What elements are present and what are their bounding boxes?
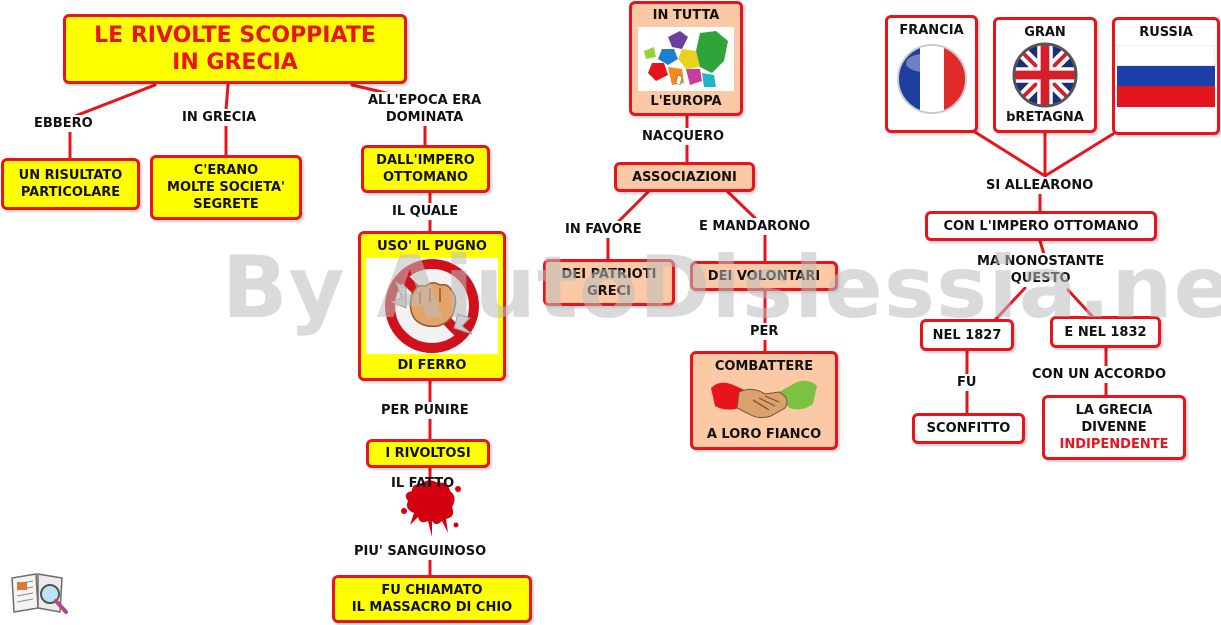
nonostante-line2: QUESTO xyxy=(1010,271,1071,286)
edge-label-in-grecia: IN GRECIA xyxy=(180,109,259,126)
ottomano-label: CON L'IMPERO OTTOMANO xyxy=(943,218,1139,234)
node-risultato: UN RISULTATO PARTICOLARE xyxy=(1,158,140,210)
iron-fist-prohibition-icon xyxy=(366,258,498,354)
bretagna-label: bRETAGNA xyxy=(1006,110,1084,125)
europa-top-label: IN TUTTA xyxy=(652,8,720,23)
associazioni-label: ASSOCIAZIONI xyxy=(632,169,737,185)
node-sconfitto: SCONFITTO xyxy=(912,413,1025,444)
patrioti-line2: GRECI xyxy=(587,283,631,299)
france-flag-icon xyxy=(896,44,967,114)
edge-label-il-quale: IL QUALE xyxy=(390,203,461,220)
europa-bottom-label: L'EUROPA xyxy=(650,94,722,109)
edge-label-in-favore: IN FAVORE xyxy=(563,221,644,238)
edge-label-mandarono: E MANDARONO xyxy=(697,218,813,235)
pugno-top-label: USO' IL PUGNO xyxy=(377,239,487,254)
rivoltosi-label: I RIVOLTOSI xyxy=(385,446,471,461)
edge-label-epoca: ALL'EPOCA ERA DOMINATA xyxy=(366,92,484,126)
grecia-line2: DIVENNE xyxy=(1081,420,1147,435)
node-nel-1832: E NEL 1832 xyxy=(1050,316,1161,348)
handshake-icon xyxy=(711,380,817,418)
blood-splatter-icon xyxy=(401,480,461,537)
watermark-text: By AiutoDislessia.net xyxy=(222,238,1221,338)
societa-line2: MOLTE SOCIETA' xyxy=(167,180,285,195)
nel-1832-label: E NEL 1832 xyxy=(1064,324,1147,340)
russia-label: RUSSIA xyxy=(1139,25,1193,40)
edge-label-per: PER xyxy=(748,323,781,340)
node-nel-1827: NEL 1827 xyxy=(920,319,1014,351)
node-rivoltosi: I RIVOLTOSI xyxy=(366,439,490,468)
edge-label-il-fatto: IL FATTO xyxy=(391,476,455,491)
societa-line3: SEGRETE xyxy=(193,197,259,212)
uk-flag-icon xyxy=(1012,42,1078,108)
massacro-line2: IL MASSACRO DI CHIO xyxy=(351,600,513,615)
edge-label-ebbero: EBBERO xyxy=(32,115,95,132)
europe-map-icon xyxy=(638,26,734,91)
combattere-bottom-label: A LORO FIANCO xyxy=(706,427,822,442)
francia-label: FRANCIA xyxy=(899,23,964,38)
nel-1827-label: NEL 1827 xyxy=(932,327,1002,343)
epoca-line2: DOMINATA xyxy=(385,110,464,125)
node-impero-ottomano: DALL'IMPERO OTTOMANO xyxy=(361,145,490,193)
edge-label-nacquero: NACQUERO xyxy=(640,128,727,145)
node-grecia-indipendente: LA GRECIA DIVENNE INDIPENDENTE xyxy=(1042,395,1186,460)
volontari-label: DEI VOLONTARI xyxy=(707,268,821,284)
gran-label: GRAN xyxy=(1024,25,1066,40)
node-europa: IN TUTTA L'EUROPA xyxy=(629,1,743,116)
edge-label-sanguinoso: PIU' SANGUINOSO xyxy=(352,543,489,560)
epoca-line1: ALL'EPOCA ERA xyxy=(368,93,482,108)
russia-flag-icon xyxy=(1117,45,1215,107)
risultato-line1: UN RISULTATO xyxy=(18,168,123,183)
risultato-line2: PARTICOLARE xyxy=(20,185,121,200)
edge-label-accordo: CON UN ACCORDO xyxy=(1030,366,1169,383)
societa-line1: C'ERANO xyxy=(193,163,259,178)
impero-line2: OTTOMANO xyxy=(382,170,469,185)
grecia-line3: INDIPENDENTE xyxy=(1059,437,1169,452)
edge-label-nonostante: MA NONOSTANTE QUESTO xyxy=(975,253,1107,287)
grecia-line1: LA GRECIA xyxy=(1075,403,1153,418)
main-title-box: LE RIVOLTE SCOPPIATE IN GRECIA xyxy=(63,14,407,84)
node-francia: FRANCIA xyxy=(885,15,978,133)
patrioti-line1: DEI PATRIOTI xyxy=(561,266,657,282)
massacro-line1: FU CHIAMATO xyxy=(381,583,483,598)
node-russia: RUSSIA xyxy=(1112,17,1220,135)
book-magnifier-logo-icon xyxy=(11,573,68,614)
title-line2: IN GRECIA xyxy=(172,50,298,75)
nonostante-line1: MA NONOSTANTE xyxy=(977,254,1105,269)
combattere-top-label: COMBATTERE xyxy=(714,359,814,374)
node-patrioti-greci: DEI PATRIOTI GRECI xyxy=(543,259,675,306)
edge-label-per-punire: PER PUNIRE xyxy=(379,402,471,419)
node-volontari: DEI VOLONTARI xyxy=(690,261,838,291)
impero-line1: DALL'IMPERO xyxy=(376,153,475,168)
edge-label-fu: FU xyxy=(955,374,979,391)
pugno-bottom-label: DI FERRO xyxy=(397,358,467,373)
title-line1: LE RIVOLTE SCOPPIATE xyxy=(94,23,376,48)
sconfitto-label: SCONFITTO xyxy=(926,421,1011,436)
node-associazioni: ASSOCIAZIONI xyxy=(614,162,755,192)
node-societa-segrete: C'ERANO MOLTE SOCIETA' SEGRETE xyxy=(150,155,302,220)
node-con-impero-ottomano: CON L'IMPERO OTTOMANO xyxy=(925,211,1157,241)
node-massacro-chio: FU CHIAMATO IL MASSACRO DI CHIO xyxy=(332,575,532,623)
edge-label-allearono: SI ALLEARONO xyxy=(984,177,1096,194)
node-combattere: COMBATTERE A LORO FIANCO xyxy=(690,351,838,450)
node-gran-bretagna: GRAN bRETAGNA xyxy=(993,17,1097,133)
node-pugno-di-ferro: USO' IL PUGNO DI FERRO xyxy=(358,231,506,381)
